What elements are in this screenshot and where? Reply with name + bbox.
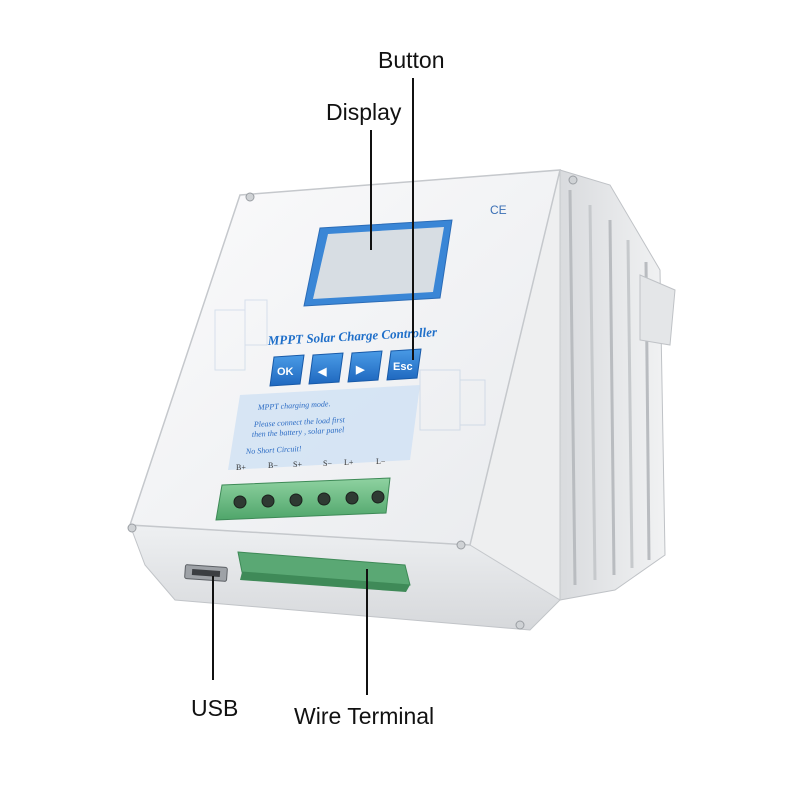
terminal-screw [317,492,331,506]
callout-wire-terminal: Wire Terminal [294,703,434,729]
ok-button[interactable]: OK [269,354,305,387]
svg-text:S+: S+ [293,460,302,469]
background-artwork [214,299,486,431]
svg-text:S−: S− [323,459,332,468]
esc-button[interactable]: Esc [386,348,422,381]
terminal-screw [371,490,385,504]
callout-display: Display [326,99,402,125]
svg-text:L−: L− [376,457,386,466]
screw [127,523,137,533]
left-arrow-button[interactable]: ◀ [308,352,344,385]
terminal-screw [261,494,275,508]
heat-sink [559,169,676,601]
screw [515,620,525,630]
terminal-screw [289,493,303,507]
front-terminal-block [215,477,391,521]
callout-usb: USB [191,695,238,721]
svg-text:L+: L+ [344,458,354,467]
usb-port [184,564,228,582]
instruction-panel: MPPT charging mode. Please connect the l… [228,385,420,470]
right-arrow-button[interactable]: ▶ [347,350,383,383]
note-line: MPPT charging mode. [257,399,331,412]
terminal-screw [233,495,247,509]
note-line: No Short Circuit! [245,444,302,456]
callout-button: Button [378,47,445,73]
terminal-labels: B+ B− S+ S− L+ L− [236,457,386,472]
terminal-screw [345,491,359,505]
right-arrow-icon: ▶ [355,364,365,376]
left-arrow-icon: ◀ [317,366,327,378]
screw [568,175,578,185]
svg-text:B−: B− [268,461,278,470]
svg-text:Esc: Esc [393,361,413,373]
screw [456,540,466,550]
lcd-display [303,219,453,307]
callout-leaders [212,78,414,695]
screw [245,192,255,202]
ce-mark: CE [490,203,507,217]
control-buttons: OK ◀ ▶ Esc [269,348,422,387]
svg-text:OK: OK [277,366,294,378]
svg-text:B+: B+ [236,463,246,472]
